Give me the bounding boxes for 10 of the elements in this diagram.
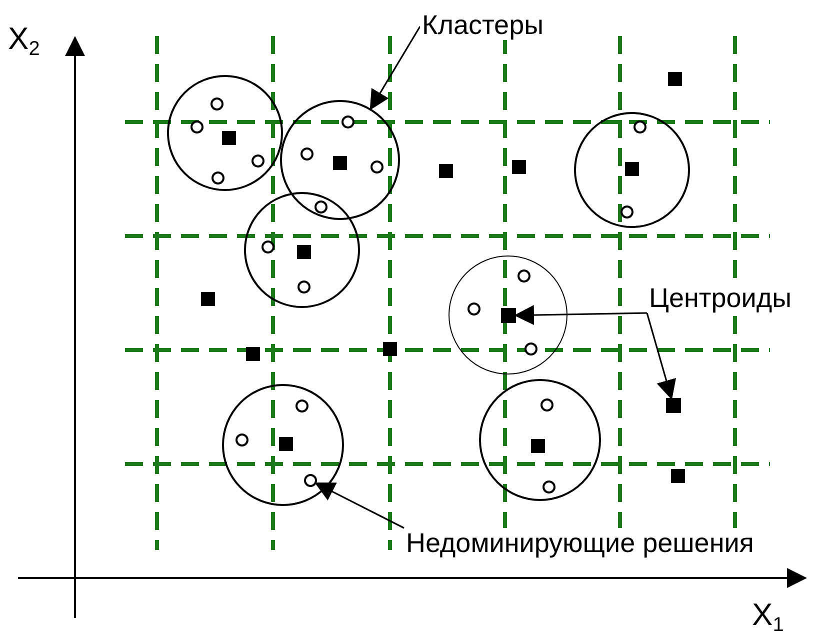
leader-line xyxy=(514,305,648,326)
cluster-circle xyxy=(280,100,400,220)
axis-label: X$_{1}$ xyxy=(752,598,784,637)
solution-point xyxy=(304,474,317,487)
axis-label: X$_{2}$ xyxy=(8,22,40,62)
centroid-marker xyxy=(666,398,681,413)
leader-line xyxy=(646,312,676,400)
leader-line xyxy=(370,26,421,110)
centroid-marker xyxy=(501,308,516,323)
leader-line xyxy=(314,482,404,529)
